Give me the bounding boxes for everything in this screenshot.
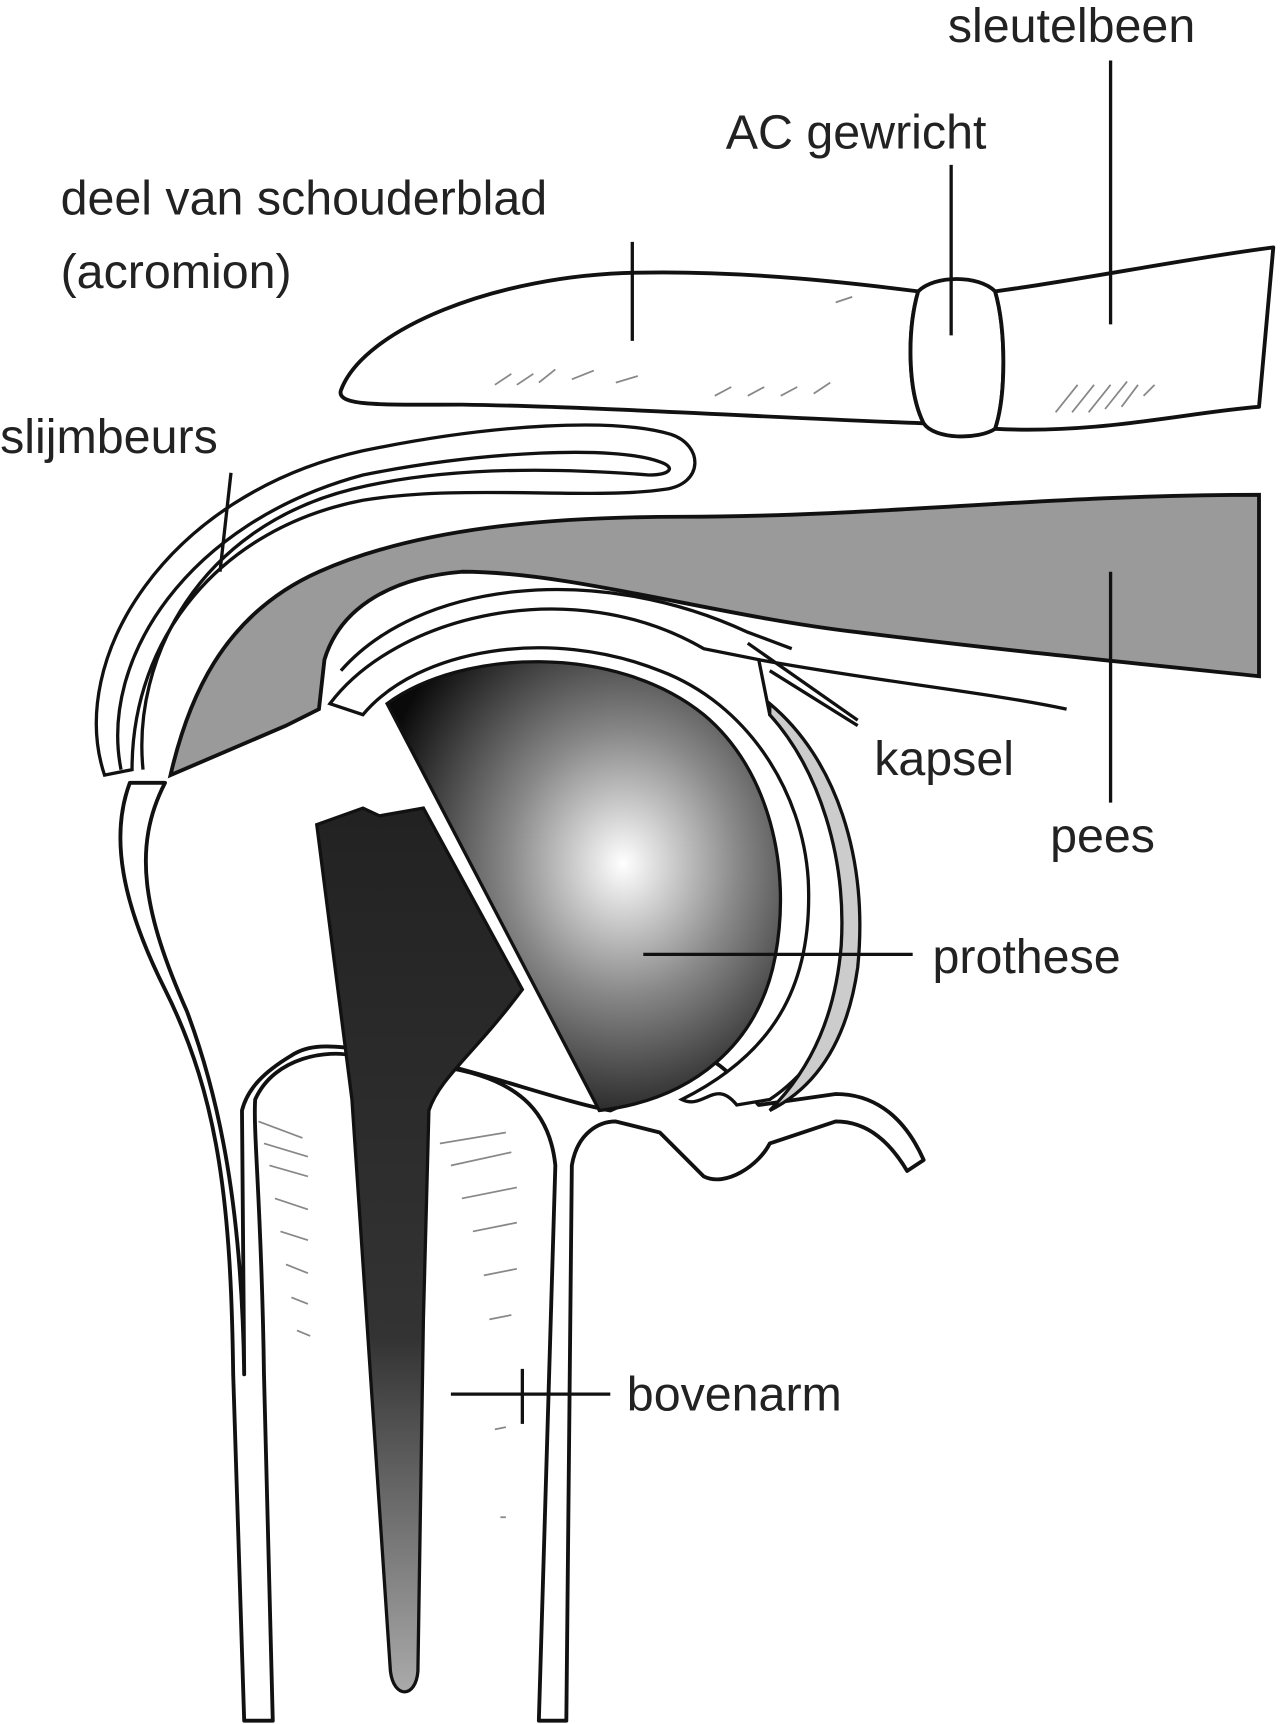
label-ac-joint: AC gewricht [726, 105, 987, 159]
prosthesis-head [385, 660, 783, 1113]
label-clavicle: sleutelbeen [948, 0, 1195, 53]
label-bursa: slijmbeurs [0, 410, 218, 464]
capsule [327, 587, 1067, 1112]
label-acromion: deel van schouderblad [61, 171, 548, 225]
humerus [118, 780, 926, 1723]
bursa [94, 423, 697, 778]
ac-joint [908, 277, 1006, 439]
label-capsule: kapsel [874, 732, 1014, 786]
prosthesis-stem [314, 806, 525, 1694]
tendon [167, 492, 1261, 779]
leader-bursa [218, 472, 233, 572]
leader-capsule [768, 669, 859, 728]
clavicle [993, 245, 1276, 432]
label-upper-arm: bovenarm [627, 1368, 842, 1422]
label-tendon: pees [1050, 809, 1155, 863]
label-prosthesis: prothese [932, 930, 1120, 984]
label-acromion-sub: (acromion) [61, 245, 292, 299]
leader-upper-arm [450, 1368, 611, 1424]
